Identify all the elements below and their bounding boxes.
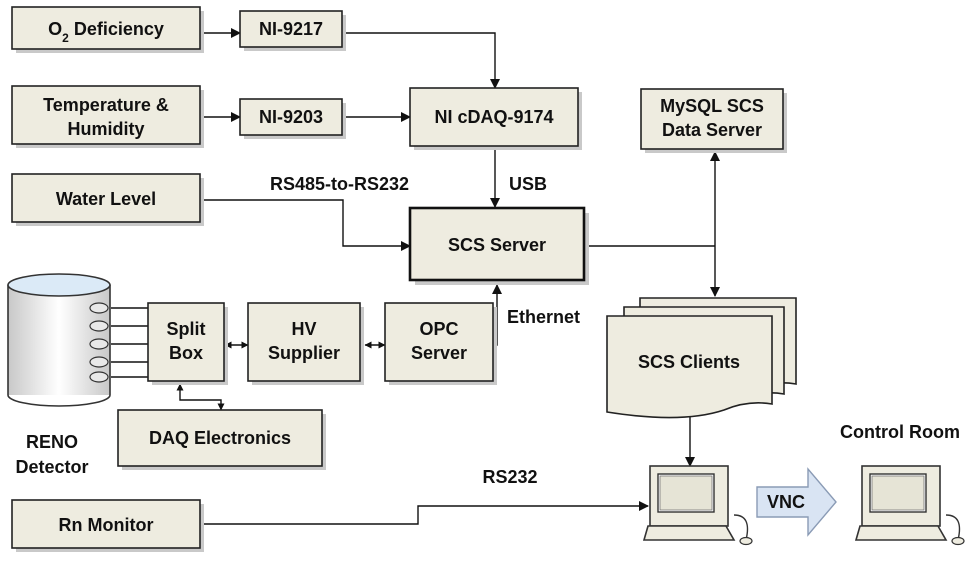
ni-cdaq-9174-box: NI cDAQ-9174 (409, 87, 582, 150)
control-room-label: Control Room (840, 422, 960, 442)
supplier-label: Supplier (268, 343, 340, 363)
server-label: Server (411, 343, 467, 363)
ni-9203-box: NI-9203 (239, 98, 346, 139)
scs-clients-document-icon (606, 315, 773, 419)
o2-deficiency-box: O2 Deficiency (11, 6, 204, 53)
water-level-label: Water Level (56, 189, 156, 209)
humidity-label: Humidity (67, 119, 144, 139)
ni-9203-label: NI-9203 (259, 107, 323, 127)
pmt-icons (89, 302, 109, 383)
water-level-box: Water Level (11, 173, 204, 226)
vnc-arrow: VNC (756, 467, 837, 537)
arrow-ni9217-to-cdaq (342, 32, 500, 89)
scs-clients-label: SCS Clients (638, 352, 740, 372)
reno-label: RENO (26, 432, 78, 452)
scs-server-label: SCS Server (448, 235, 546, 255)
o2-deficiency-label: O2 Deficiency (48, 19, 164, 45)
ni-9217-box: NI-9217 (239, 10, 346, 51)
ni-cdaq-9174-label: NI cDAQ-9174 (434, 107, 553, 127)
scs-server-box: SCS Server (408, 206, 589, 285)
hv-label: HV (291, 319, 316, 339)
arrow-water-to-scs-server (200, 199, 411, 251)
vnc-label: VNC (767, 492, 805, 512)
arrow-split-daq (176, 383, 225, 411)
computer-icon (854, 465, 965, 546)
arrow-rn-to-computer (200, 501, 649, 525)
mysql-label: MySQL SCS (660, 96, 764, 116)
daq-electronics-box: DAQ Electronics (117, 409, 326, 470)
rn-monitor-label: Rn Monitor (59, 515, 154, 535)
split-label: Split (167, 319, 206, 339)
opc-server-box: OPC Server (384, 302, 497, 385)
mysql-data-server-box: MySQL SCS Data Server (640, 88, 787, 153)
detector-label: Detector (15, 457, 88, 477)
temperature-label: Temperature & (43, 95, 169, 115)
ethernet-label: Ethernet (507, 307, 580, 327)
hv-supplier-box: HV Supplier (247, 302, 364, 385)
rs485-to-rs232-label: RS485-to-RS232 (270, 174, 409, 194)
box-label: Box (169, 343, 203, 363)
data-server-label: Data Server (662, 120, 762, 140)
scs-clients-stack: SCS Clients (606, 297, 797, 419)
temperature-humidity-box: Temperature & Humidity (11, 85, 204, 148)
opc-label: OPC (419, 319, 458, 339)
detector-cylinder-icon (7, 273, 111, 407)
daq-electronics-label: DAQ Electronics (149, 428, 291, 448)
usb-label: USB (509, 174, 547, 194)
connectors (111, 28, 720, 525)
split-box: Split Box (147, 302, 228, 385)
rs232-label: RS232 (482, 467, 537, 487)
computer-icon (642, 465, 753, 546)
rn-monitor-box: Rn Monitor (11, 499, 204, 552)
ni-9217-label: NI-9217 (259, 19, 323, 39)
